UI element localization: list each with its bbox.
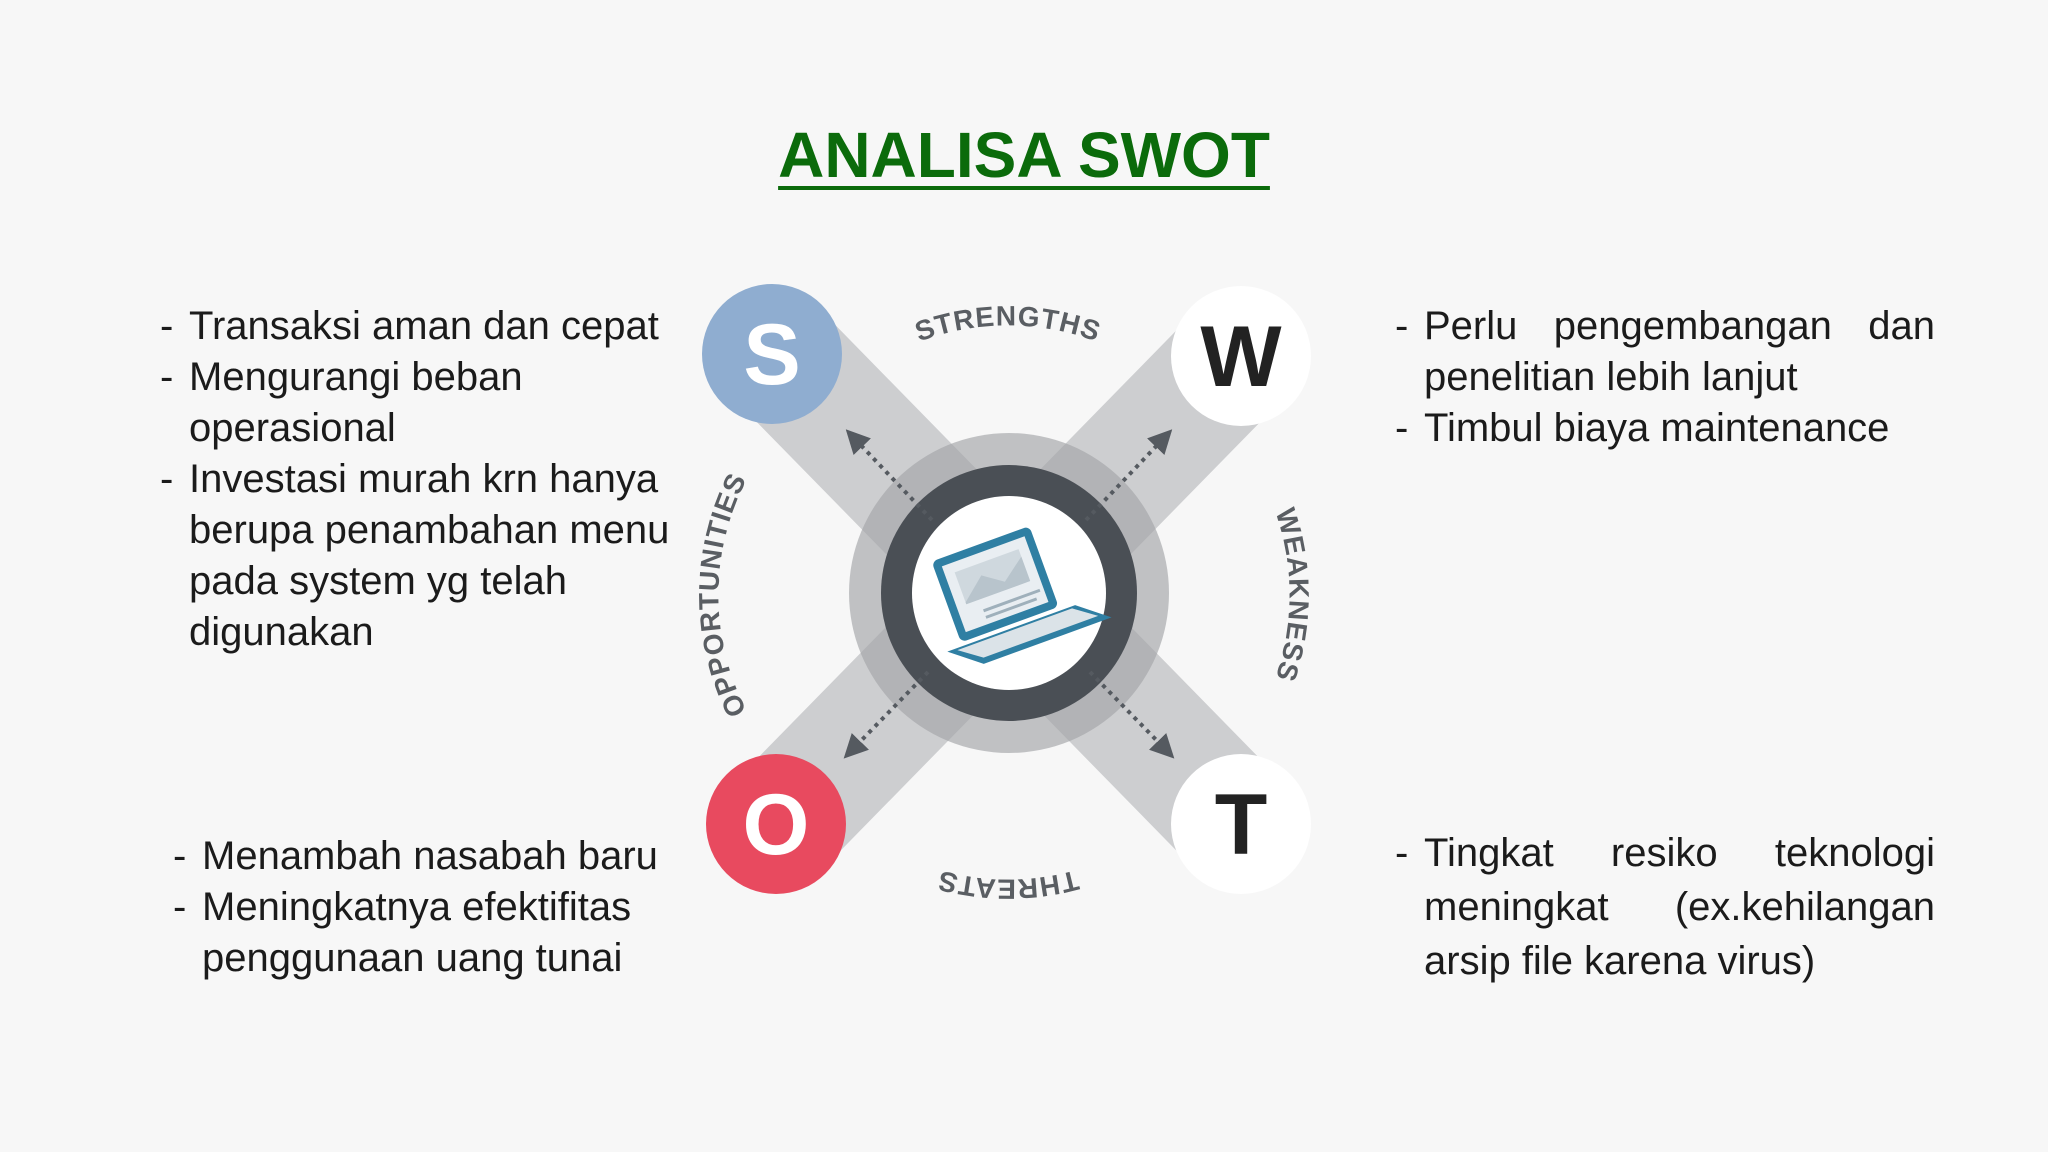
label-weakness-path: WEAKNESS bbox=[1270, 504, 1314, 685]
title-text: ANALISA SWOT bbox=[778, 119, 1270, 191]
circle-o: O bbox=[706, 754, 846, 894]
strengths-item: Investasi murah krn hanya berupa penamba… bbox=[160, 454, 700, 658]
letter-t: T bbox=[1215, 777, 1268, 873]
circle-w: W bbox=[1171, 286, 1311, 426]
arrow-to-w bbox=[1084, 429, 1173, 522]
label-strengths: STRENGTHS bbox=[911, 300, 1105, 347]
letter-o: O bbox=[743, 777, 810, 873]
strengths-list: Transaksi aman dan cepat Mengurangi beba… bbox=[160, 301, 700, 658]
label-threats-path: THREATS bbox=[934, 864, 1080, 904]
label-threats: THREATS bbox=[934, 864, 1081, 904]
laptop-document-icon bbox=[933, 527, 1112, 664]
circle-s: S bbox=[702, 284, 842, 424]
threats-list: Tingkat resiko teknologi meningkat (ex.k… bbox=[1395, 826, 1935, 988]
letter-s: S bbox=[743, 307, 800, 403]
letter-w: W bbox=[1200, 309, 1282, 405]
weakness-list: Perlu pengembangan dan penelitian lebih … bbox=[1395, 301, 1935, 454]
label-strengths-path: STRENGTHS bbox=[911, 300, 1104, 347]
arrow-to-s bbox=[845, 429, 934, 522]
direction-arrows bbox=[843, 429, 1175, 759]
weakness-item: Timbul biaya maintenance bbox=[1395, 403, 1935, 454]
page-title: ANALISA SWOT bbox=[0, 118, 2048, 192]
circle-t: T bbox=[1171, 754, 1311, 894]
opportunities-list: Menambah nasabah baru Meningkatnya efekt… bbox=[173, 831, 713, 984]
strengths-item: Transaksi aman dan cepat bbox=[160, 301, 700, 352]
threats-item: Tingkat resiko teknologi meningkat (ex.k… bbox=[1395, 826, 1935, 988]
strengths-item: Mengurangi beban operasional bbox=[160, 352, 700, 454]
label-opportunities: OPPORTUNITIES bbox=[693, 468, 752, 722]
label-opportunities-path: OPPORTUNITIES bbox=[693, 468, 751, 722]
label-weakness: WEAKNESS bbox=[1270, 504, 1315, 685]
weakness-item: Perlu pengembangan dan penelitian lebih … bbox=[1395, 301, 1935, 403]
opportunities-item: Menambah nasabah baru bbox=[173, 831, 713, 882]
arrow-to-t bbox=[1088, 670, 1175, 759]
arrow-to-o bbox=[843, 670, 930, 759]
opportunities-item: Meningkatnya efektifitas penggunaan uang… bbox=[173, 882, 713, 984]
